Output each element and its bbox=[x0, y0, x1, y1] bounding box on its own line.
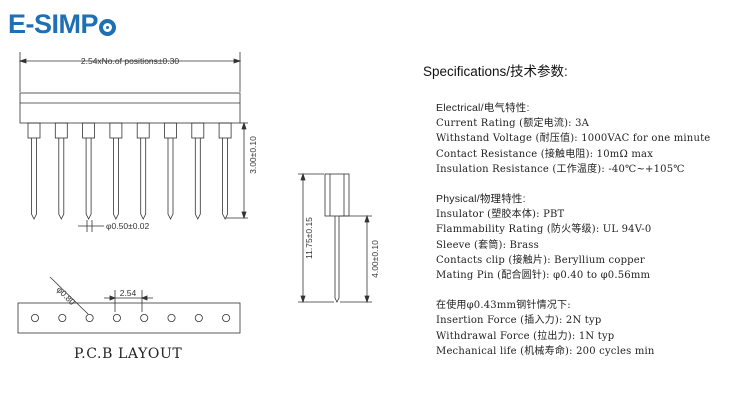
hole-leader-line bbox=[49, 276, 89, 315]
spec-insertion-force: Insertion Force (插入力): 2N typ bbox=[436, 315, 602, 327]
usage-header: 在使用φ0.43mm钢针情况下: bbox=[436, 300, 571, 312]
pcb-hole bbox=[140, 313, 149, 322]
pin-tail bbox=[194, 138, 201, 220]
pin-sleeve bbox=[218, 122, 232, 139]
spec-insulation-resistance: Insulation Resistance (工作温度): -40℃~+105℃ bbox=[436, 163, 685, 175]
pin-tail bbox=[140, 138, 147, 220]
side-total-dim-label: 11.75±0.15 bbox=[304, 217, 314, 259]
brand-logo-text: E-SIMP bbox=[8, 9, 99, 39]
side-view bbox=[298, 172, 372, 304]
pcb-layout-title: P.C.B LAYOUT bbox=[74, 346, 183, 362]
pin-tail bbox=[31, 138, 37, 220]
arrow-left bbox=[18, 58, 27, 64]
pcb-holes bbox=[30, 313, 231, 322]
pin-tail bbox=[167, 138, 174, 220]
spec-contact-resistance: Contact Resistance (接触电阻): 10mΩ max bbox=[436, 148, 654, 160]
height-dim-label: 3.00±0.10 bbox=[248, 136, 258, 174]
pcb-hole bbox=[58, 313, 67, 322]
front-pins bbox=[27, 122, 232, 220]
arrow-up bbox=[300, 172, 306, 181]
pin-sleeve bbox=[136, 122, 150, 139]
pcb-hole bbox=[194, 313, 203, 322]
spec-contacts-clip: Contacts clip (接触片): Beryllium copper bbox=[436, 254, 645, 266]
spacer bbox=[436, 283, 748, 298]
spacer bbox=[436, 177, 748, 192]
pin-tail bbox=[222, 138, 229, 220]
pcb-hole bbox=[30, 313, 39, 322]
pin-sleeve bbox=[109, 122, 123, 139]
pcb-outline bbox=[17, 302, 241, 334]
pin-tail bbox=[58, 138, 65, 220]
pin-dim-label: φ0.50±0.02 bbox=[106, 221, 150, 231]
physical-header: Physical/物理特性: bbox=[436, 193, 526, 206]
spec-flammability: Flammability Rating (防火等级): UL 94V-0 bbox=[436, 224, 652, 236]
pin-tail bbox=[85, 138, 92, 220]
arrow-down bbox=[364, 295, 370, 304]
arrow-up bbox=[364, 214, 370, 223]
pcb-hole bbox=[167, 313, 176, 322]
pin-sleeve bbox=[27, 122, 41, 139]
arrow-right bbox=[233, 58, 242, 64]
pcb-hole bbox=[222, 313, 231, 322]
spec-list: Electrical/电气特性: Current Rating (额定电流): … bbox=[436, 101, 748, 359]
pin-sleeve bbox=[82, 122, 95, 139]
hole-pitch-label: 2.54 bbox=[120, 288, 137, 298]
spec-title: Specifications/技术参数: bbox=[423, 64, 568, 79]
gear-icon bbox=[99, 19, 117, 36]
spec-withstand-voltage: Withstand Voltage (耐压值): 1000VAC for one… bbox=[436, 133, 711, 145]
side-pin bbox=[334, 216, 340, 303]
arrow-left bbox=[140, 295, 148, 301]
front-view bbox=[18, 52, 248, 232]
arrow-down bbox=[300, 295, 306, 304]
pcb-layout-view bbox=[17, 276, 241, 334]
pitch-dim-label: 2.54xNo.of positions±0.30 bbox=[81, 56, 180, 66]
pin-sleeve bbox=[191, 122, 205, 139]
spec-withdrawal-force: Withdrawal Force (拉出力): 1N typ bbox=[436, 330, 615, 342]
hole-dia-label: φ0.80 bbox=[55, 284, 78, 307]
spec-mechanical-life: Mechanical life (机械寿命): 200 cycles min bbox=[436, 345, 655, 357]
arrow-up bbox=[241, 121, 247, 130]
brand-logo: E-SIMP bbox=[8, 9, 117, 39]
electrical-header: Electrical/电气特性: bbox=[436, 102, 530, 114]
spec-sleeve: Sleeve (套筒): Brass bbox=[436, 239, 539, 251]
spec-current-rating: Current Rating (额定电流): 3A bbox=[436, 118, 590, 130]
pcb-hole bbox=[112, 313, 121, 322]
side-pin-dim-label: 4.00±0.10 bbox=[370, 240, 380, 278]
side-body bbox=[324, 173, 350, 217]
pin-sleeve bbox=[54, 122, 68, 139]
pcb-hole bbox=[85, 313, 94, 322]
pin-tail bbox=[113, 138, 119, 220]
spec-mating-pin: Mating Pin (配合圆针): φ0.40 to φ0.56mm bbox=[436, 270, 651, 282]
arrow-down bbox=[241, 211, 247, 220]
arrow-right bbox=[109, 295, 117, 301]
socket-body bbox=[19, 92, 241, 124]
pin-sleeve bbox=[164, 122, 177, 139]
spec-insulator: Insulator (塑胶本体): PBT bbox=[436, 209, 565, 221]
